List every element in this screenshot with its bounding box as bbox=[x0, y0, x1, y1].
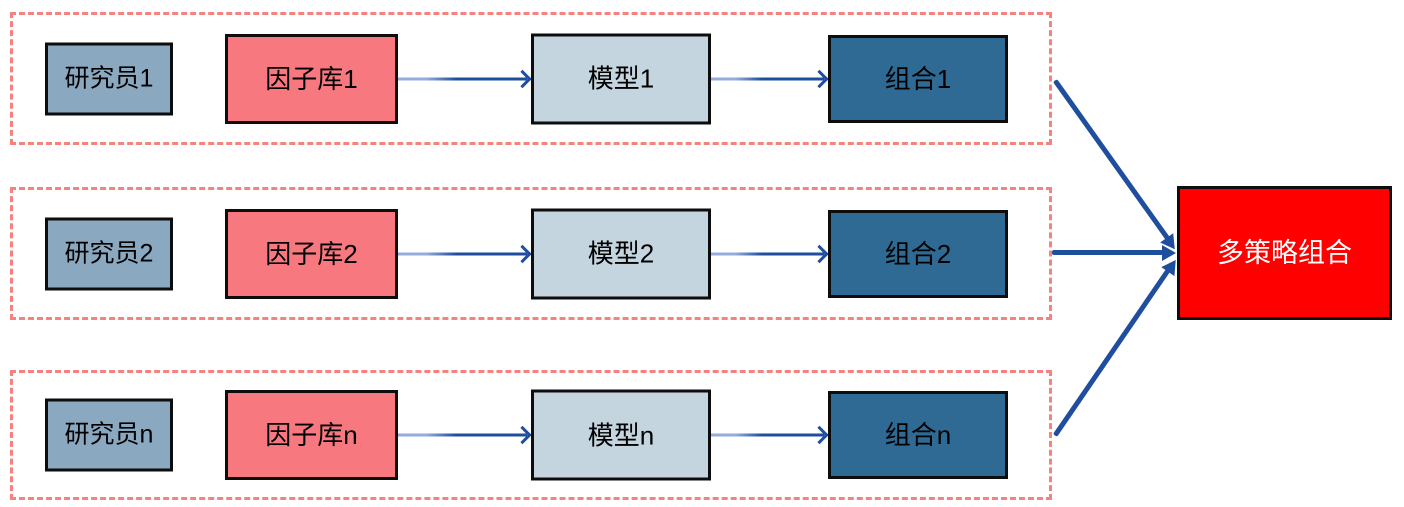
model-to-portfolio-arrow-2 bbox=[711, 246, 828, 262]
researcher-box-n: 研究员n bbox=[45, 398, 173, 472]
portfolio-label-n: 组合n bbox=[884, 420, 952, 450]
factor-library-label-2: 因子库2 bbox=[265, 238, 358, 269]
portfolio-label-1: 组合1 bbox=[884, 63, 952, 94]
multi-strategy-portfolio-label: 多策略组合 bbox=[1217, 237, 1352, 268]
factor-library-label-n: 因子库n bbox=[265, 420, 358, 450]
factor-library-box-2: 因子库2 bbox=[225, 208, 398, 299]
factor-library-label-1: 因子库1 bbox=[265, 63, 358, 94]
factor-to-model-arrow-n bbox=[398, 427, 531, 443]
model-box-n: 模型n bbox=[531, 389, 711, 481]
model-label-2: 模型2 bbox=[587, 238, 655, 269]
model-to-portfolio-arrow-n bbox=[711, 427, 828, 443]
portfolio-box-2: 组合2 bbox=[828, 209, 1008, 298]
model-box-1: 模型1 bbox=[531, 33, 711, 124]
multi-strategy-portfolio-box: 多策略组合 bbox=[1177, 186, 1392, 320]
model-box-2: 模型2 bbox=[531, 208, 711, 299]
researcher-label-n: 研究员n bbox=[64, 420, 154, 449]
factor-to-model-arrow-1 bbox=[398, 71, 531, 87]
model-to-portfolio-arrow-1 bbox=[711, 71, 828, 87]
researcher-box-1: 研究员1 bbox=[45, 42, 173, 115]
portfolio-2-to-final-arrow bbox=[1052, 250, 1163, 255]
model-label-n: 模型n bbox=[587, 420, 655, 450]
strategy-row-2: 研究员2 因子库2 模型2 组合2 bbox=[10, 187, 1052, 320]
portfolio-label-2: 组合2 bbox=[884, 238, 952, 269]
portfolio-box-n: 组合n bbox=[828, 391, 1008, 479]
researcher-label-1: 研究员1 bbox=[64, 64, 154, 92]
factor-library-box-1: 因子库1 bbox=[225, 33, 398, 124]
portfolio-n-to-final-arrow bbox=[1052, 269, 1171, 437]
portfolio-1-to-final-arrow bbox=[1052, 79, 1170, 240]
researcher-box-2: 研究员2 bbox=[45, 217, 173, 290]
portfolio-box-1: 组合1 bbox=[828, 34, 1008, 123]
factor-library-box-n: 因子库n bbox=[225, 390, 398, 480]
strategy-row-n: 研究员n 因子库n 模型n 组合n bbox=[10, 370, 1052, 500]
researcher-label-2: 研究员2 bbox=[64, 239, 154, 267]
factor-to-model-arrow-2 bbox=[398, 246, 531, 262]
strategy-row-1: 研究员1 因子库1 模型1 组合1 bbox=[10, 12, 1052, 145]
model-label-1: 模型1 bbox=[587, 63, 655, 94]
